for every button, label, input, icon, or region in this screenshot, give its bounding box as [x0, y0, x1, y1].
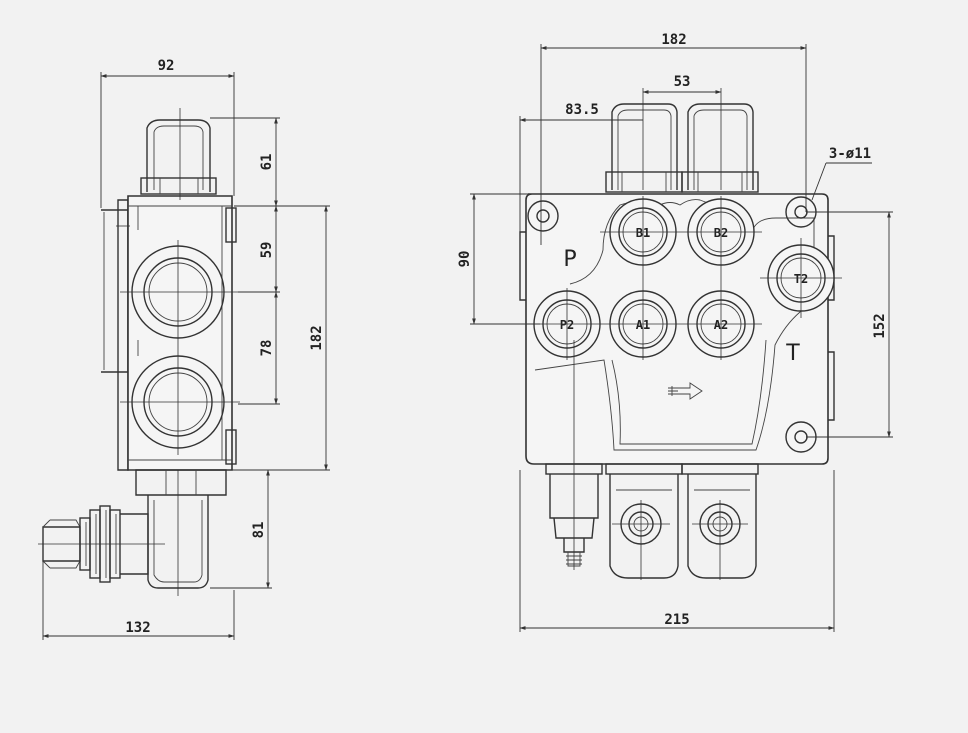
dim-side-78: 78 — [259, 340, 275, 357]
front-handles-top — [605, 103, 759, 193]
side-view: 92 61 59 78 182 81 132 — [38, 58, 330, 640]
inlet-label: P — [563, 247, 576, 272]
front-spool-caps — [605, 463, 759, 579]
tank-label: T — [785, 341, 800, 366]
dim-side-132: 132 — [125, 620, 150, 636]
side-bracket — [101, 199, 129, 471]
front-center-lines — [530, 88, 842, 580]
side-handle-top — [140, 119, 217, 195]
dim-side-92: 92 — [158, 58, 175, 74]
front-boss-inner — [611, 339, 767, 445]
dim-front-53: 53 — [674, 74, 691, 90]
dim-front-152: 152 — [872, 313, 888, 338]
dim-front-182: 182 — [661, 32, 686, 48]
side-spool-housing — [135, 469, 227, 589]
front-side-bumps — [519, 231, 835, 421]
flow-arrow-icon — [668, 382, 703, 400]
front-view: B1 B2 T2 P2 — [457, 32, 893, 632]
dim-side-61: 61 — [259, 154, 275, 171]
dim-front-83-5: 83.5 — [565, 102, 599, 118]
side-dimensions — [42, 72, 330, 640]
dim-front-215: 215 — [664, 612, 689, 628]
dim-side-59: 59 — [259, 242, 275, 259]
side-body — [127, 195, 237, 471]
front-dimension-labels: 182 53 83.5 3-ø11 90 152 215 — [457, 32, 888, 628]
dim-side-81: 81 — [251, 522, 267, 539]
dim-front-holes: 3-ø11 — [829, 146, 871, 162]
dim-side-182: 182 — [309, 325, 325, 350]
side-dimension-labels: 92 61 59 78 182 81 132 — [125, 58, 325, 636]
side-center-lines — [38, 108, 240, 596]
dim-front-90: 90 — [457, 251, 473, 268]
front-dimensions — [470, 44, 893, 632]
